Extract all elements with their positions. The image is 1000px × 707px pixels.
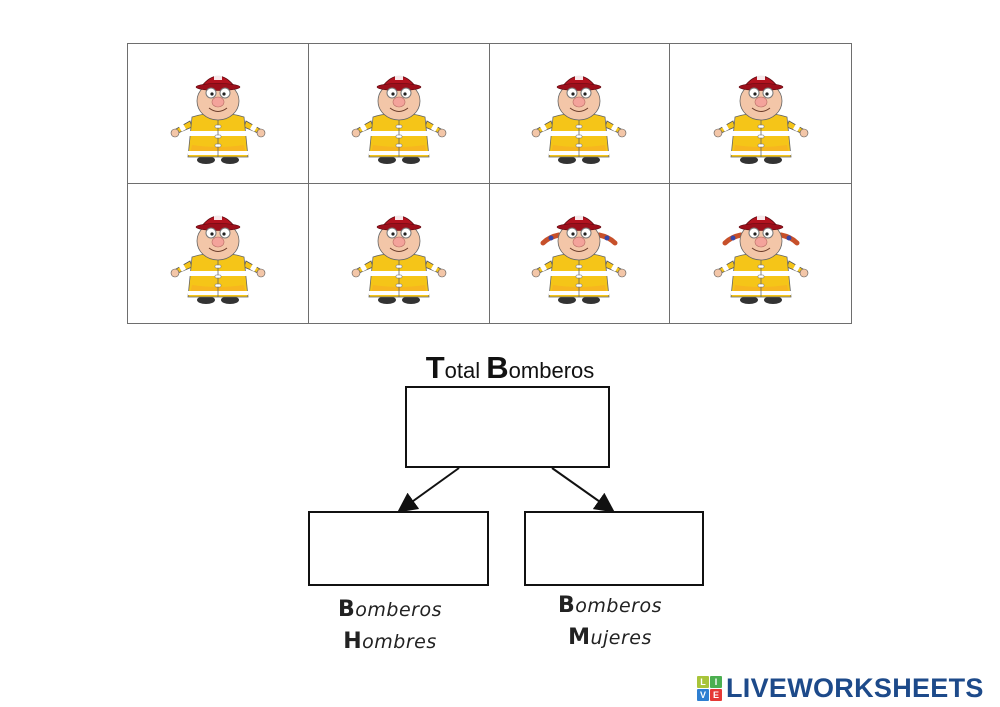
firefighter-man-icon [713,71,809,165]
grid-cell-firefighter-man [308,44,490,184]
title-word-total: otal [444,358,487,383]
firefighter-man-icon [351,211,447,305]
total-answer-box[interactable] [405,386,610,468]
firefighter-man-icon [170,211,266,305]
grid-cell-firefighter-man [670,44,851,184]
label-women-word-2: ujeres [590,627,652,649]
label-women-word-1: omberos [575,595,662,617]
firefighter-man-icon [170,71,266,165]
men-answer-box[interactable] [308,511,489,586]
title-initial-b: B [486,350,509,385]
label-firefighters-men: Bomberos Hombres [320,594,460,658]
logo-letter-v: V [697,689,709,701]
firefighter-grid [127,43,852,324]
label-women-initial-1: B [558,593,576,618]
logo-letter-i: I [710,676,722,688]
label-men-initial-2: H [343,629,363,654]
label-firefighters-women: Bomberos Mujeres [540,590,680,654]
firefighter-woman-icon [713,211,809,305]
arrow-to-men [397,467,460,513]
logo-letter-e: E [710,689,722,701]
grid-cell-firefighter-man [128,44,309,184]
firefighter-man-icon [531,71,627,165]
label-women-initial-2: M [568,625,591,650]
grid-cell-firefighter-woman [490,183,671,323]
label-men-word-2: ombres [362,631,437,653]
title-initial-t: T [425,350,445,385]
label-men-initial-1: B [338,597,356,622]
grid-cell-firefighter-man [309,183,490,323]
arrow-to-women [551,467,615,513]
total-firefighters-title: Total Bomberos [405,350,615,386]
firefighter-woman-icon [531,211,627,305]
grid-cell-firefighter-man [128,183,309,323]
logo-letter-l: L [697,676,709,688]
women-answer-box[interactable] [524,511,704,586]
grid-cell-firefighter-woman [670,184,851,324]
grid-cell-firefighter-man [489,44,671,184]
label-men-word-1: omberos [355,599,442,621]
liveworksheets-brand: L I V E LIVEWORKSHEETS [697,673,984,704]
title-word-bomberos: omberos [508,358,595,383]
firefighter-man-icon [351,71,447,165]
brand-wordmark: LIVEWORKSHEETS [726,673,984,703]
live-logo-icon: L I V E [697,676,722,701]
